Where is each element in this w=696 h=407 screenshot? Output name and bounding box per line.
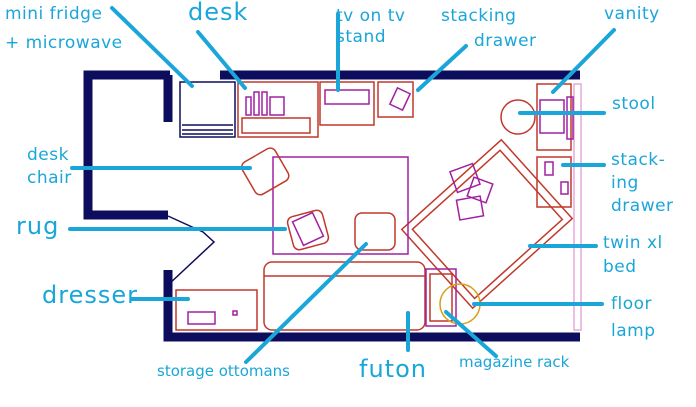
storage-ottomans (286, 209, 396, 251)
dresser (175, 289, 258, 331)
label-stacking-drawer-top-2: drawer (474, 31, 537, 51)
label-desk-chair-2: chair (27, 168, 72, 188)
label-tv-line1: tv on tv (336, 6, 406, 26)
rug (272, 156, 409, 255)
bed-pillows (449, 162, 494, 221)
label-twin-xl-1: twin xl (603, 233, 663, 253)
stool (500, 99, 536, 135)
label-microwave: + microwave (5, 33, 123, 53)
futon (263, 261, 426, 331)
label-floor-lamp-2: lamp (611, 321, 656, 341)
magazine-rack (425, 268, 457, 327)
label-twin-xl-2: bed (603, 257, 637, 277)
label-futon: futon (359, 355, 427, 383)
door (167, 215, 216, 286)
label-storage-ottomans: storage ottomans (157, 362, 290, 380)
label-rug: rug (16, 212, 60, 240)
label-mini-fridge: mini fridge (5, 4, 103, 24)
twin-xl-bed (400, 138, 574, 310)
stacking-drawer-top (377, 81, 414, 118)
pointer-lines (68, 6, 616, 364)
window (573, 83, 582, 331)
label-stacking-right-2: ing (611, 173, 639, 193)
label-stacking-right-1: stack- (611, 150, 666, 170)
label-stacking-right-3: drawer (611, 196, 674, 216)
tv (324, 89, 370, 105)
desk (237, 81, 319, 138)
label-vanity: vanity (604, 4, 660, 24)
room-walls (83, 70, 580, 342)
desk-chair (240, 147, 290, 196)
label-desk-chair-1: desk (27, 145, 69, 165)
label-stacking-drawer-top-1: stacking (441, 6, 517, 26)
mini-fridge (179, 81, 236, 138)
tv-stand (319, 81, 375, 126)
stacking-drawer-right (536, 156, 572, 208)
label-tv-line2: stand (336, 27, 387, 47)
desk-books (245, 91, 285, 116)
vanity (536, 83, 574, 151)
label-floor-lamp-1: floor (611, 294, 652, 314)
label-magazine-rack: magazine rack (459, 353, 570, 371)
label-desk: desk (188, 0, 249, 26)
stacking-drawer-top-item (388, 86, 412, 112)
label-stool: stool (612, 94, 656, 114)
label-dresser: dresser (42, 281, 138, 309)
